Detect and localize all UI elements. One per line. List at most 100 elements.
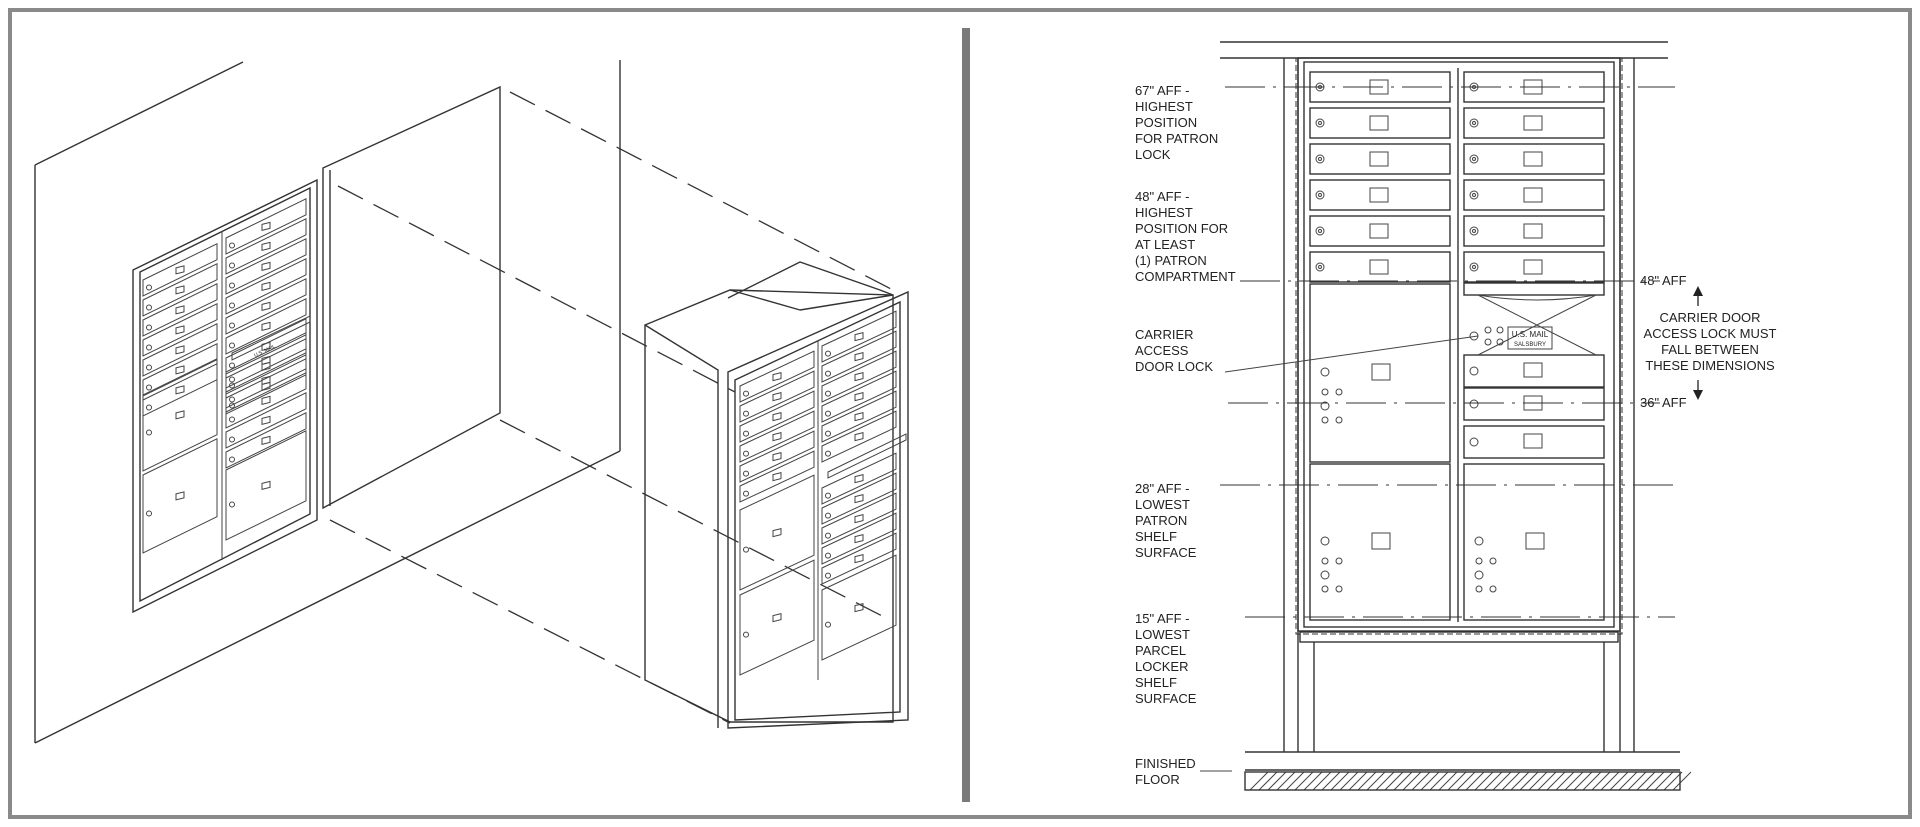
wall-plane bbox=[34, 60, 621, 744]
mailbox-door bbox=[225, 297, 307, 355]
mailbox-door bbox=[739, 450, 815, 503]
mailbox-door bbox=[821, 492, 897, 545]
dimension-arrows bbox=[1693, 286, 1703, 400]
mailbox-door bbox=[225, 197, 307, 255]
carrier-door-note: CARRIER DOOR ACCESS LOCK MUST FALL BETWE… bbox=[1644, 310, 1777, 373]
dim-48-aff: 48" AFF bbox=[1640, 273, 1687, 288]
salsbury-label: SALSBURY bbox=[1514, 342, 1546, 348]
svg-text:FINISHED: FINISHED bbox=[1135, 756, 1196, 771]
mailbox-door bbox=[142, 262, 218, 317]
svg-text:SURFACE: SURFACE bbox=[1135, 545, 1197, 560]
parcel-door bbox=[739, 559, 815, 676]
parcel-door bbox=[142, 437, 218, 554]
svg-text:POSITION FOR: POSITION FOR bbox=[1135, 221, 1228, 236]
mailbox-door bbox=[1463, 251, 1605, 283]
floor-hatch bbox=[1244, 771, 1692, 791]
us-mail-label: U.S. MAIL bbox=[1512, 330, 1549, 339]
svg-text:CARRIER: CARRIER bbox=[1135, 327, 1194, 342]
mailbox-door bbox=[225, 277, 307, 335]
mailbox-door bbox=[821, 330, 897, 383]
svg-text:(1) PATRON: (1) PATRON bbox=[1135, 253, 1207, 268]
svg-text:LOWEST: LOWEST bbox=[1135, 627, 1190, 642]
svg-text:THESE DIMENSIONS: THESE DIMENSIONS bbox=[1645, 358, 1775, 373]
mailbox-door bbox=[1463, 143, 1605, 175]
mailbox-door bbox=[739, 410, 815, 463]
svg-text:FALL BETWEEN: FALL BETWEEN bbox=[1661, 342, 1759, 357]
svg-text:COMPARTMENT: COMPARTMENT bbox=[1135, 269, 1236, 284]
mailbox-door bbox=[821, 370, 897, 423]
outer-frame bbox=[8, 8, 1912, 819]
svg-text:15" AFF -: 15" AFF - bbox=[1135, 611, 1189, 626]
mailbox-door bbox=[739, 390, 815, 443]
svg-text:FOR PATRON: FOR PATRON bbox=[1135, 131, 1218, 146]
door-handle-icon bbox=[1523, 115, 1543, 131]
mailbox-door bbox=[821, 512, 897, 565]
door-handle-icon bbox=[1369, 115, 1389, 131]
projection-lines bbox=[329, 91, 894, 724]
mailbox-door bbox=[142, 322, 218, 377]
mailbox-door bbox=[821, 350, 897, 403]
mailbox-door bbox=[821, 390, 897, 443]
svg-text:DOOR LOCK: DOOR LOCK bbox=[1135, 359, 1213, 374]
mailbox-door bbox=[821, 472, 897, 525]
door-handle-icon bbox=[1369, 187, 1389, 203]
carrier-lock-leader bbox=[1224, 335, 1479, 373]
svg-text:28" AFF -: 28" AFF - bbox=[1135, 481, 1189, 496]
svg-text:SHELF: SHELF bbox=[1135, 529, 1177, 544]
panel-divider bbox=[962, 28, 970, 802]
svg-text:PARCEL: PARCEL bbox=[1135, 643, 1186, 658]
isometric-view: U.S. MAIL bbox=[34, 60, 909, 744]
parcel-door bbox=[739, 474, 815, 591]
cabinet-outline bbox=[1295, 57, 1623, 635]
mailbox-door bbox=[821, 532, 897, 585]
svg-text:PATRON: PATRON bbox=[1135, 513, 1187, 528]
mailbox-door bbox=[821, 410, 897, 463]
door-handle-icon bbox=[1369, 223, 1389, 239]
carrier-access-plate: U.S. MAIL SALSBURY bbox=[1463, 282, 1605, 356]
mailbox-door bbox=[1463, 215, 1605, 247]
svg-text:AT LEAST: AT LEAST bbox=[1135, 237, 1195, 252]
door-handle-icon bbox=[1523, 151, 1543, 167]
dim-36-aff: 36" AFF bbox=[1640, 395, 1687, 410]
mailbox-door bbox=[1463, 387, 1605, 421]
svg-text:CARRIER DOOR: CARRIER DOOR bbox=[1659, 310, 1760, 325]
mailbox-door bbox=[739, 370, 815, 423]
mailbox-door bbox=[225, 237, 307, 295]
svg-text:ACCESS LOCK MUST: ACCESS LOCK MUST bbox=[1644, 326, 1777, 341]
mailbox-door bbox=[225, 371, 307, 429]
svg-text:LOCK: LOCK bbox=[1135, 147, 1171, 162]
door-handle-icon bbox=[1369, 151, 1389, 167]
mailbox-door bbox=[739, 430, 815, 483]
parcel-door bbox=[821, 554, 897, 661]
mailbox-door bbox=[142, 242, 218, 297]
mailbox-door bbox=[1463, 425, 1605, 459]
mailbox-door bbox=[1463, 179, 1605, 211]
svg-text:FLOOR: FLOOR bbox=[1135, 772, 1180, 787]
door-handle-icon bbox=[1523, 259, 1543, 275]
mailbox-door bbox=[1309, 251, 1451, 283]
mailbox-door bbox=[142, 302, 218, 357]
door-handle-icon bbox=[1523, 187, 1543, 203]
parcel-locker-left bbox=[1309, 283, 1451, 621]
svg-text:POSITION: POSITION bbox=[1135, 115, 1197, 130]
mailbox-door bbox=[1463, 107, 1605, 139]
mailbox-door bbox=[1463, 354, 1605, 388]
installed-mailbox-unit: U.S. MAIL bbox=[132, 178, 318, 614]
mailbox-door bbox=[225, 411, 307, 469]
mailbox-door bbox=[225, 257, 307, 315]
parcel-door bbox=[142, 357, 218, 472]
svg-text:HIGHEST: HIGHEST bbox=[1135, 205, 1193, 220]
mailbox-door bbox=[821, 452, 897, 505]
mailbox-door bbox=[225, 331, 307, 389]
mailbox-door bbox=[225, 391, 307, 449]
svg-text:HIGHEST: HIGHEST bbox=[1135, 99, 1193, 114]
mailbox-door bbox=[225, 351, 307, 409]
svg-text:SURFACE: SURFACE bbox=[1135, 691, 1197, 706]
svg-text:67" AFF -: 67" AFF - bbox=[1135, 83, 1189, 98]
